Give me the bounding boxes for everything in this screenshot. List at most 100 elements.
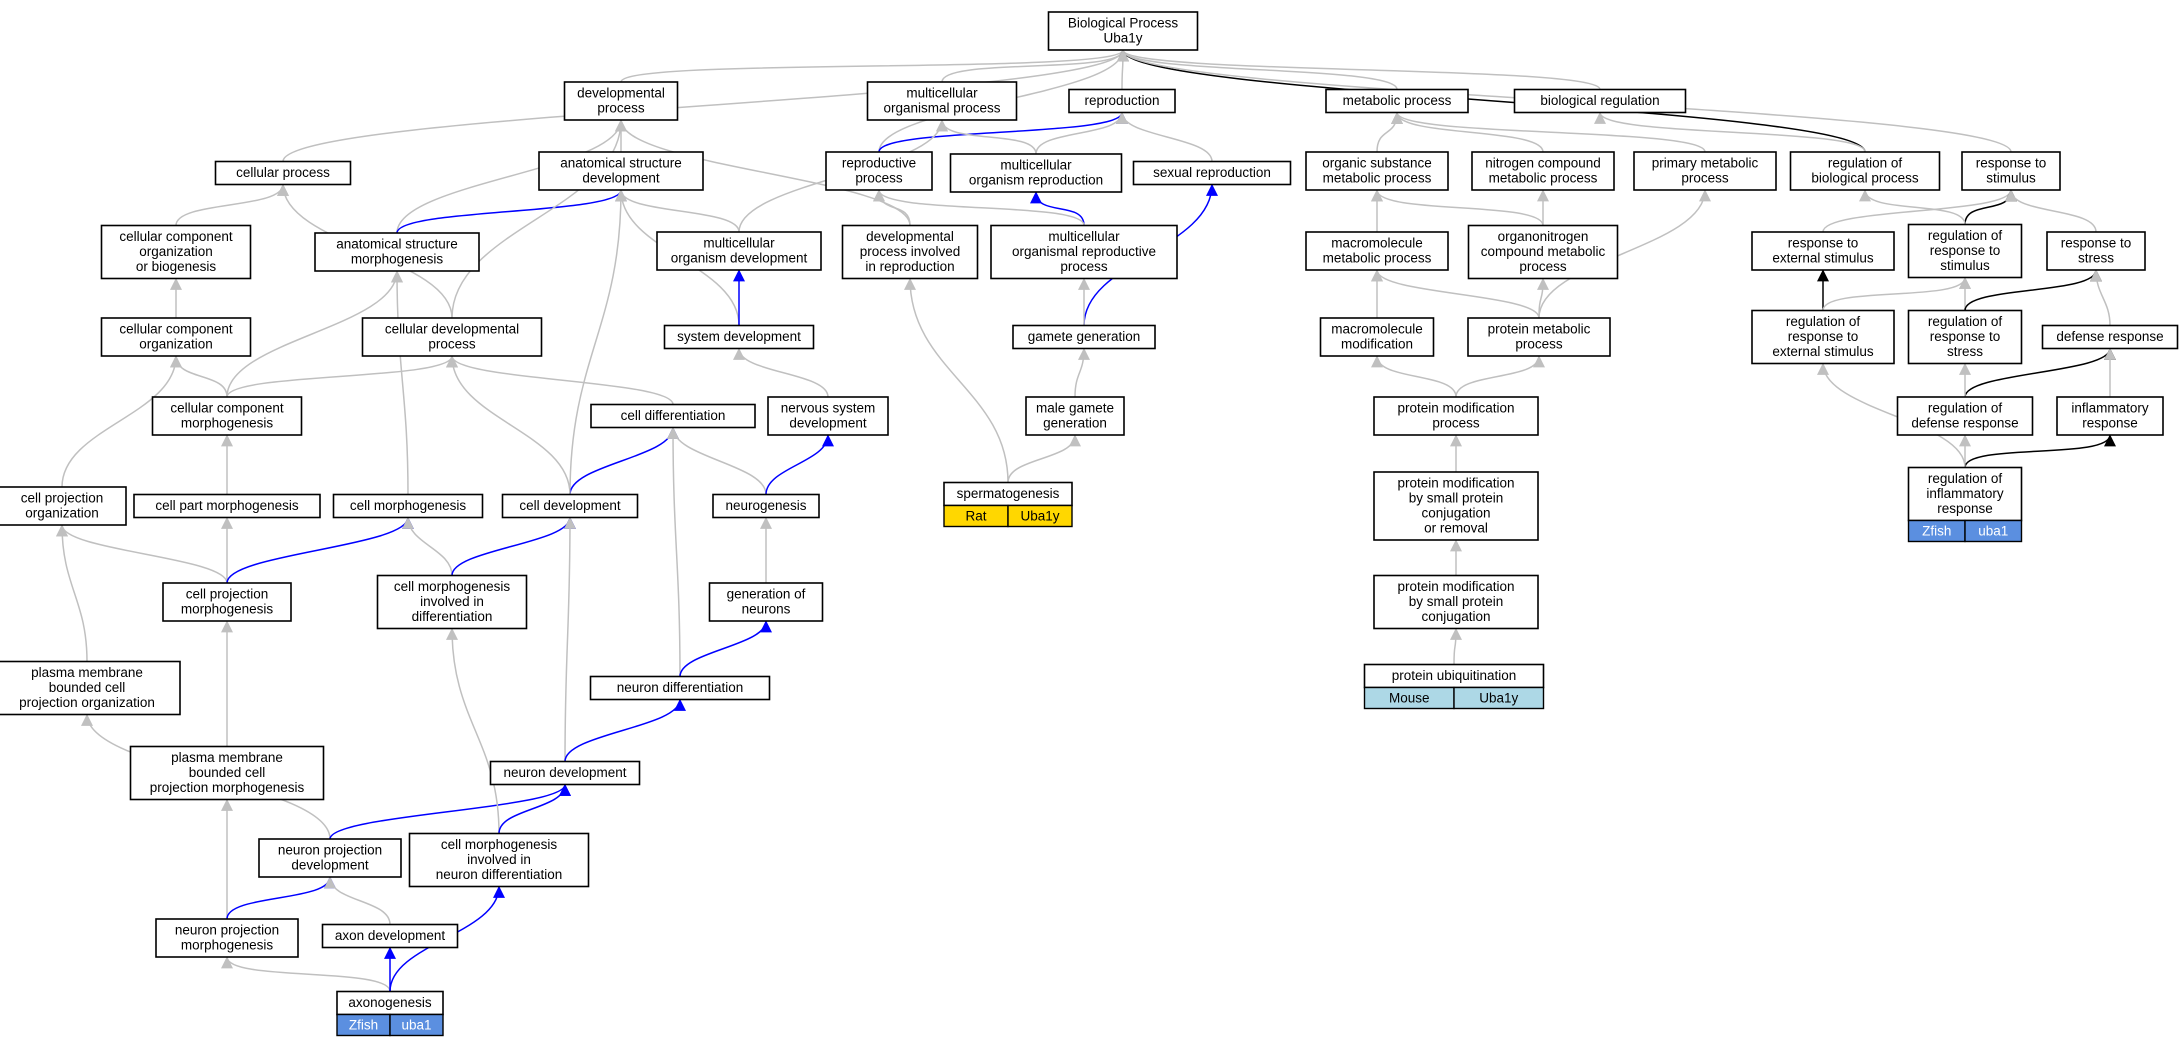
node-label-line: development	[291, 858, 369, 873]
node-label-line: or biogenesis	[136, 259, 217, 274]
edge-ndv-to-cdv	[563, 516, 576, 762]
go-term-node-ng[interactable]: neurogenesis	[712, 493, 820, 519]
edge-dev-to-bp	[620, 49, 1129, 83]
node-label-line: stimulus	[1986, 171, 2036, 186]
node-box	[825, 151, 933, 191]
go-term-node-cp[interactable]: cellular process	[214, 160, 352, 186]
species-tag-cell	[389, 1013, 444, 1037]
go-term-node-met[interactable]: metabolic process	[1325, 88, 1469, 114]
go-term-node-cpm[interactable]: cell part morphogenesis	[133, 493, 321, 519]
node-label-line: response to	[1976, 156, 2047, 171]
node-label-line: in reproduction	[865, 259, 954, 274]
go-term-node-dr[interactable]: defense response	[2041, 324, 2179, 350]
node-box	[712, 493, 820, 519]
go-term-node-cdv[interactable]: cell development	[501, 493, 639, 519]
node-box	[133, 493, 321, 519]
node-box	[1961, 151, 2061, 191]
go-term-node-ad[interactable]: axon development	[321, 923, 459, 949]
edge-rtes-to-rts	[1822, 189, 2017, 233]
node-label-line: cellular process	[236, 165, 330, 180]
go-term-node-sr[interactable]: sexual reproduction	[1132, 160, 1292, 186]
node-label-line: by small protein	[1409, 594, 1504, 609]
edge-cmind-to-cmid	[446, 627, 500, 834]
go-term-node-breg[interactable]: biological regulation	[1513, 88, 1687, 114]
go-term-node-nd[interactable]: neuron differentiation	[589, 675, 771, 701]
edge-cdv-to-cdp	[446, 355, 571, 495]
edge-cpo-to-cco	[61, 355, 182, 488]
node-label-line: defense response	[2056, 329, 2163, 344]
node-box	[1751, 309, 1895, 365]
node-label-line: anatomical structure	[560, 156, 682, 171]
node-label-line: regulation of	[1828, 156, 1903, 171]
node-label-line: cellular component	[170, 401, 284, 416]
node-label-line: gamete generation	[1028, 329, 1141, 344]
go-term-node-cd[interactable]: cell differentiation	[590, 403, 756, 429]
node-label-line: morphogenesis	[351, 252, 444, 267]
node-box	[162, 582, 292, 622]
go-term-node-ndv[interactable]: neuron development	[489, 760, 641, 786]
node-box	[332, 493, 484, 519]
node-label-line: protein ubiquitination	[1392, 668, 1517, 683]
gene-tag-label: Uba1y	[1479, 691, 1518, 706]
edge-sp-to-dpir	[904, 277, 1009, 483]
edge-sp-to-mgg	[1007, 434, 1081, 483]
edge-morp-to-mor	[1030, 191, 1085, 226]
node-box	[1047, 11, 1199, 51]
node-label-line: protein modification	[1397, 401, 1514, 416]
go-term-node-sd[interactable]: system development	[663, 324, 815, 350]
node-label-line: macromolecule	[1331, 236, 1423, 251]
go-term-node-cm[interactable]: cell morphogenesis	[332, 493, 484, 519]
go-term-node-rep[interactable]: reproduction	[1068, 88, 1176, 114]
node-box	[1907, 223, 2023, 279]
go-term-node-gg[interactable]: gamete generation	[1012, 324, 1156, 350]
